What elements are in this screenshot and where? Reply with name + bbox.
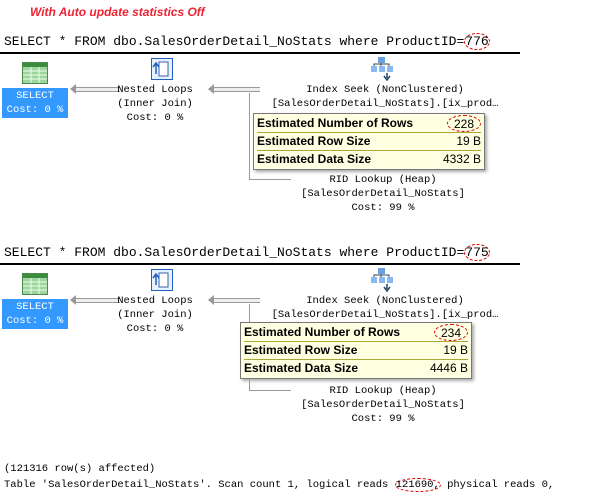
tooltip-row: Estimated Row Size 19 B — [257, 133, 481, 151]
index-seek-icon — [371, 268, 393, 293]
nested-loops-node[interactable]: Nested Loops (Inner Join) Cost: 0 % — [105, 83, 205, 125]
stats-suffix: physical reads 0, — [440, 479, 555, 491]
rows-affected-message: (121316 row(s) affected) — [4, 463, 156, 475]
tooltip-row: Estimated Number of Rows 228 — [257, 115, 481, 133]
rid-lookup-node[interactable]: RID Lookup (Heap) [SalesOrderDetail_NoSta… — [283, 173, 483, 215]
connector-line — [249, 390, 291, 391]
index-seek-node[interactable]: Index Seek (NonClustered) [SalesOrderDeta… — [260, 294, 510, 322]
node-name: Index Seek (NonClustered) — [306, 84, 464, 96]
node-tooltip: Estimated Number of Rows 228 Estimated Ro… — [253, 113, 485, 170]
select-label: SELECT — [16, 301, 54, 313]
node-object: [SalesOrderDetail_NoStats].[ix_prod… — [271, 309, 499, 321]
tooltip-label: Estimated Data Size — [257, 152, 372, 166]
tooltip-label: Estimated Number of Rows — [257, 116, 414, 130]
node-tooltip: Estimated Number of Rows 234 Estimated Ro… — [240, 322, 472, 379]
tooltip-value: 19 B — [456, 134, 481, 148]
node-object: [SalesOrderDetail_NoStats] — [301, 188, 465, 200]
node-type: (Inner Join) — [117, 309, 193, 321]
query-divider — [0, 263, 520, 265]
logical-reads-highlight: 121690, — [394, 478, 441, 492]
query-divider — [0, 52, 520, 54]
select-table-icon — [22, 273, 48, 295]
select-node[interactable]: SELECT Cost: 0 % — [2, 88, 68, 118]
node-type: (Inner Join) — [117, 98, 193, 110]
tooltip-value: 19 B — [443, 343, 468, 357]
tooltip-value: 228 — [446, 115, 481, 132]
tooltip-value: 234 — [433, 324, 468, 341]
stats-prefix: Table 'SalesOrderDetail_NoStats'. Scan c… — [4, 479, 395, 491]
flow-arrow — [208, 84, 260, 94]
product-id-highlight: 776 — [464, 33, 490, 50]
select-table-icon — [22, 62, 48, 84]
execution-plan-2: SELECT Cost: 0 % Nested Loops (Inner Join)… — [0, 268, 612, 469]
node-object: [SalesOrderDetail_NoStats] — [301, 399, 465, 411]
select-cost: Cost: 0 % — [6, 104, 64, 116]
tooltip-label: Estimated Number of Rows — [244, 325, 401, 339]
node-name: RID Lookup (Heap) — [329, 385, 437, 397]
node-name: Nested Loops — [117, 84, 193, 96]
node-cost: Cost: 0 % — [126, 112, 184, 124]
tooltip-row: Estimated Data Size 4446 B — [244, 360, 468, 377]
tooltip-row: Estimated Number of Rows 234 — [244, 324, 468, 342]
select-node[interactable]: SELECT Cost: 0 % — [2, 299, 68, 329]
tooltip-value: 4332 B — [442, 152, 481, 166]
connector-line — [249, 179, 291, 180]
tooltip-label: Estimated Data Size — [244, 361, 359, 375]
rid-lookup-node[interactable]: RID Lookup (Heap) [SalesOrderDetail_NoSta… — [283, 384, 483, 426]
nested-loops-icon — [151, 269, 173, 291]
query-text-2: SELECT * FROM dbo.SalesOrderDetail_NoSta… — [4, 244, 490, 261]
node-object: [SalesOrderDetail_NoStats].[ix_prod… — [271, 98, 499, 110]
query-text-1: SELECT * FROM dbo.SalesOrderDetail_NoSta… — [4, 33, 490, 50]
query-prefix: SELECT * FROM dbo.SalesOrderDetail_NoSta… — [4, 34, 465, 49]
node-name: RID Lookup (Heap) — [329, 174, 437, 186]
node-cost: Cost: 99 % — [351, 413, 415, 425]
flow-arrow — [70, 84, 120, 94]
tooltip-row: Estimated Data Size 4332 B — [257, 151, 481, 168]
nested-loops-icon — [151, 58, 173, 80]
tooltip-label: Estimated Row Size — [244, 343, 358, 357]
flow-arrow — [70, 295, 120, 305]
product-id-highlight: 775 — [464, 244, 490, 261]
flow-arrow — [208, 295, 260, 305]
node-name: Index Seek (NonClustered) — [306, 295, 464, 307]
select-label: SELECT — [16, 90, 54, 102]
node-name: Nested Loops — [117, 295, 193, 307]
tooltip-label: Estimated Row Size — [257, 134, 371, 148]
annotation-title: With Auto update statistics Off — [30, 5, 205, 19]
index-seek-icon — [371, 57, 393, 82]
execution-plan-1: SELECT Cost: 0 % Nested Loops (Inner Join)… — [0, 57, 612, 258]
tooltip-value: 4446 B — [429, 361, 468, 375]
query-prefix: SELECT * FROM dbo.SalesOrderDetail_NoSta… — [4, 245, 465, 260]
node-cost: Cost: 0 % — [126, 323, 184, 335]
node-cost: Cost: 99 % — [351, 202, 415, 214]
io-statistics-message: Table 'SalesOrderDetail_NoStats'. Scan c… — [4, 478, 555, 492]
tooltip-row: Estimated Row Size 19 B — [244, 342, 468, 360]
connector-line — [249, 93, 250, 180]
select-cost: Cost: 0 % — [6, 315, 64, 327]
nested-loops-node[interactable]: Nested Loops (Inner Join) Cost: 0 % — [105, 294, 205, 336]
index-seek-node[interactable]: Index Seek (NonClustered) [SalesOrderDeta… — [260, 83, 510, 111]
